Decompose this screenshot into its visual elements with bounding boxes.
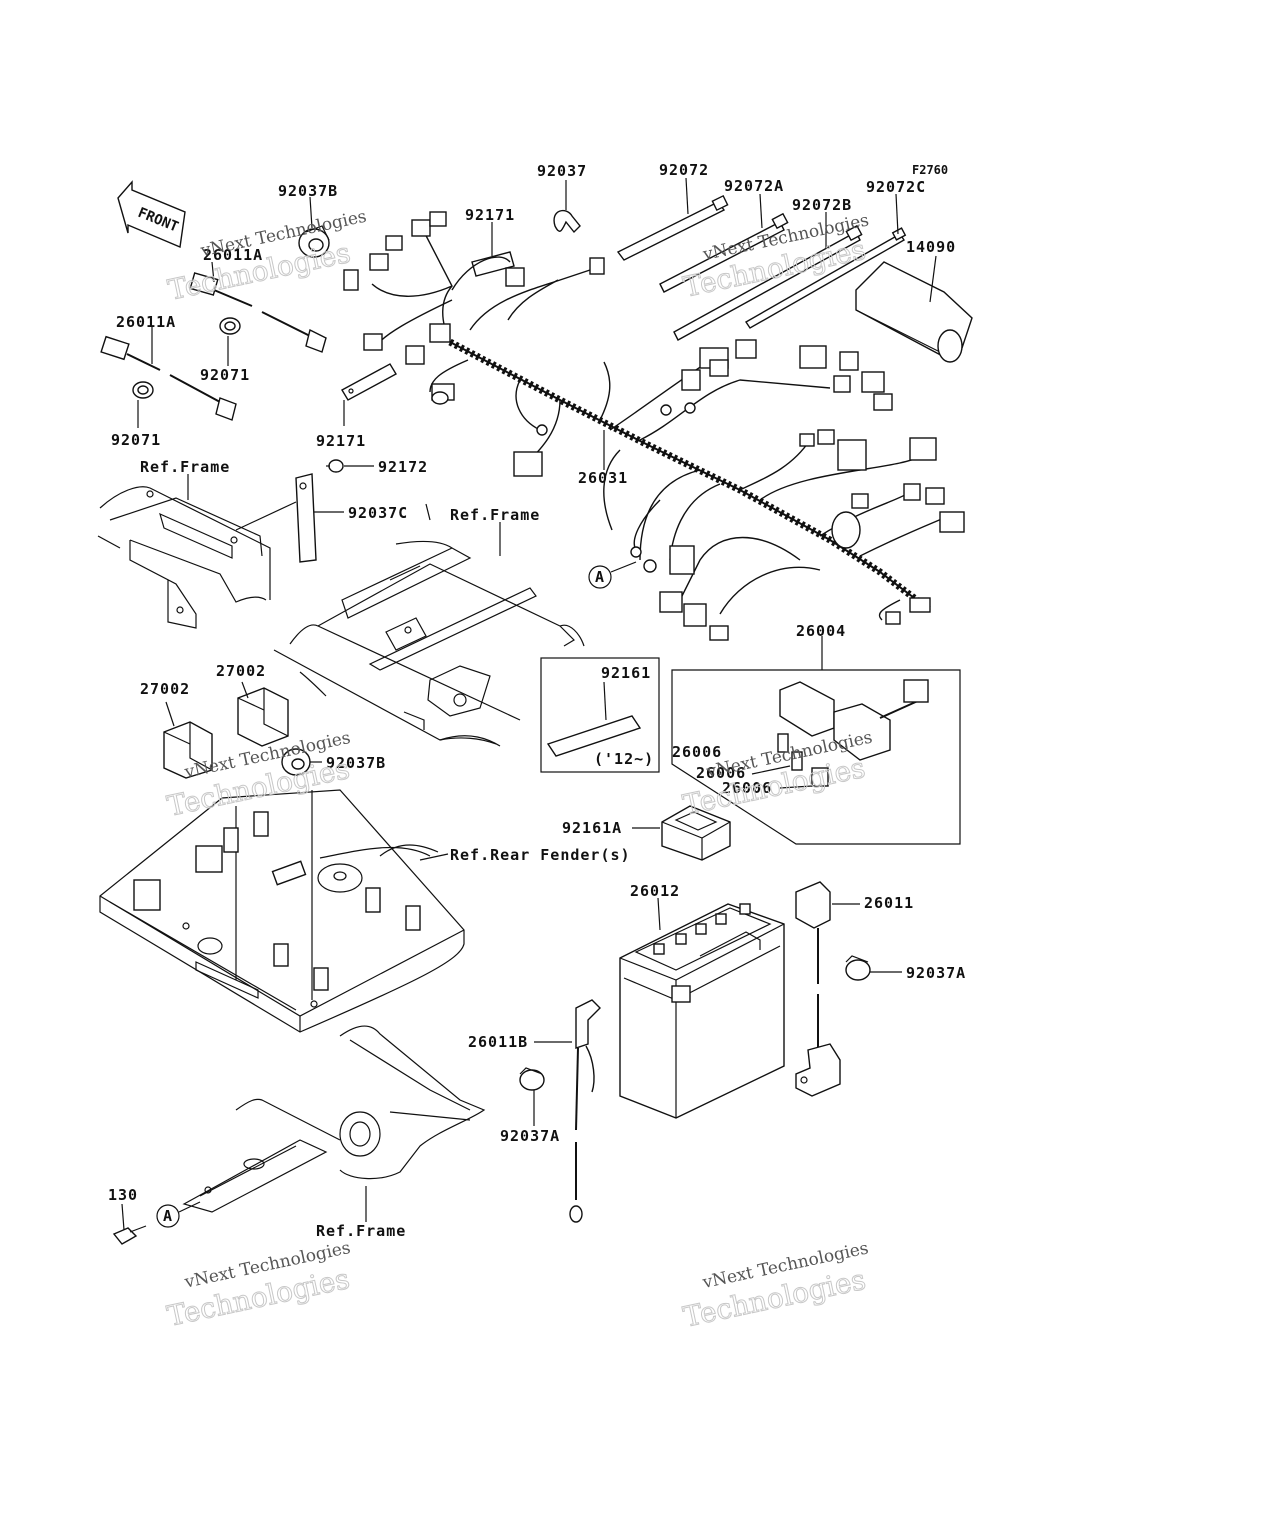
watermark-1: vNext Technologies Technologies [165, 207, 369, 308]
label-92037b: 92037B [326, 754, 386, 772]
part-92161a-cover[interactable] [661, 805, 731, 861]
label-92037a-b: 92037A [500, 1127, 560, 1145]
part-27002-relay-a[interactable] [163, 721, 213, 779]
label-26011a-top: 26011A [203, 246, 263, 264]
label-92072a: 92072A [724, 177, 784, 195]
label-26011a: 26011A [116, 313, 176, 331]
part-92071-grommet-upper[interactable] [219, 317, 241, 335]
label-ref-rear-fender: Ref.Rear Fender(s) [450, 846, 631, 864]
watermark-5: vNext Technologies Technologies [164, 1238, 353, 1333]
watermark-6: vNext Technologies Technologies [680, 1238, 870, 1334]
ref-frame-center [273, 503, 585, 747]
part-26012-battery[interactable] [619, 903, 785, 1119]
part-26004-sub-harness-box[interactable] [671, 669, 961, 845]
front-arrow-icon: FRONT [117, 180, 186, 248]
part-26031-main-harness[interactable] [343, 211, 965, 641]
ref-rear-fender-tray [99, 789, 465, 1033]
label-26006-b: 26006 [696, 764, 746, 782]
label-26012: 26012 [630, 882, 680, 900]
label-26031: 26031 [578, 469, 628, 487]
label-92071-b: 92071 [111, 431, 161, 449]
callout-a-lower: A [156, 1201, 201, 1228]
label-ref-frame-1: Ref.Frame [140, 458, 230, 476]
label-26011b: 26011B [468, 1033, 528, 1051]
label-92171-top: 92171 [465, 206, 515, 224]
label-92161-note: ('12~) [594, 750, 654, 768]
part-130-bolt[interactable] [112, 1225, 147, 1245]
part-92037a-clamp[interactable] [845, 955, 871, 981]
part-14090-cover[interactable] [855, 261, 973, 363]
label-26011: 26011 [864, 894, 914, 912]
part-92072a-cable-tie[interactable] [659, 212, 789, 293]
label-92161: 92161 [601, 664, 651, 682]
label-14090: 14090 [906, 238, 956, 256]
part-92072b-cable-tie[interactable] [673, 224, 863, 341]
callout-a-label-1: A [595, 568, 605, 586]
label-27002-a: 27002 [140, 680, 190, 698]
label-92037: 92037 [537, 162, 587, 180]
label-92072c: 92072C [866, 178, 926, 196]
label-92037c: 92037C [348, 504, 408, 522]
label-26006-a: 26006 [672, 743, 722, 761]
part-92171-pad[interactable] [341, 363, 397, 401]
part-92161-pad-box[interactable] [540, 657, 660, 773]
part-92037b-clamp[interactable] [298, 225, 330, 258]
label-92037b-top: 92037B [278, 182, 338, 200]
label-92037a: 92037A [906, 964, 966, 982]
part-92072-cable-tie[interactable] [616, 194, 729, 261]
part-92037a-clamp-b[interactable] [519, 1067, 545, 1091]
ref-frame-left-bracket [97, 486, 271, 629]
label-130: 130 [108, 1186, 138, 1204]
part-92172-bolt[interactable] [326, 459, 344, 473]
label-ref-frame-2: Ref.Frame [450, 506, 540, 524]
part-92037-clamp[interactable] [553, 209, 581, 234]
label-92071-a: 92071 [200, 366, 250, 384]
label-ref-frame-3: Ref.Frame [316, 1222, 406, 1240]
part-92037b-clamp[interactable] [281, 748, 311, 776]
label-26006-c: 26006 [722, 779, 772, 797]
part-26011-battery-lead[interactable] [795, 881, 841, 1097]
part-26011a-lower[interactable] [100, 335, 237, 421]
label-92072: 92072 [659, 161, 709, 179]
callout-a-upper: A [588, 561, 637, 589]
label-26004: 26004 [796, 622, 846, 640]
part-92071-grommet-lower[interactable] [132, 381, 154, 399]
figure-id: F2760 [912, 163, 948, 177]
part-26011a-upper[interactable] [189, 272, 327, 353]
part-26011b-ground-lead[interactable] [569, 999, 601, 1223]
part-92037c-strap[interactable] [295, 473, 317, 563]
part-92072c-cable-tie[interactable] [745, 227, 907, 329]
label-27002-b: 27002 [216, 662, 266, 680]
label-92161a: 92161A [562, 819, 622, 837]
part-27002-relay-b[interactable] [237, 687, 289, 747]
label-92171: 92171 [316, 432, 366, 450]
callout-a-label-2: A [163, 1207, 173, 1225]
label-92172: 92172 [378, 458, 428, 476]
ref-frame-bottom [182, 1025, 486, 1213]
label-92072b: 92072B [792, 196, 852, 214]
